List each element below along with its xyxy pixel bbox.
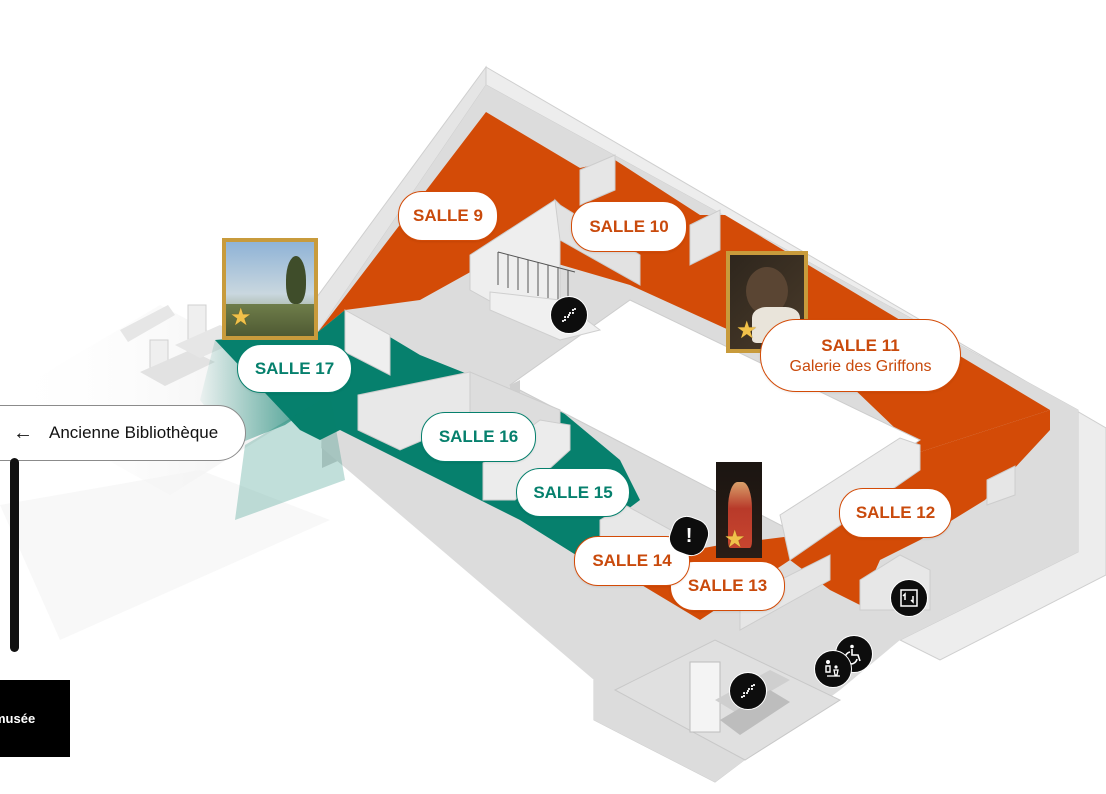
saint-painting-figure [728,482,752,548]
room-label-text: SALLE 15 [533,482,613,502]
saint-painting[interactable]: ★ [716,462,762,558]
room-label-salle-15[interactable]: SALLE 15 [516,468,630,517]
room-label-text: SALLE 13 [687,576,768,595]
room-label-salle-9[interactable]: SALLE 9 [398,191,498,241]
room-label-text: SALLE 11 [821,335,900,355]
family-icon[interactable] [814,650,852,688]
room-label-salle-10[interactable]: SALLE 10 [571,201,687,252]
room-label-salle-14[interactable]: SALLE 14 [574,536,690,586]
back-button-label: Ancienne Bibliothèque [49,423,219,442]
museum-button-label: musée [0,711,36,726]
stairs-icon[interactable] [550,296,588,334]
stairs-icon[interactable] [729,672,767,710]
elevator-icon[interactable] [890,579,928,617]
stairs-glyph [562,308,576,322]
stairs-glyph [741,684,755,698]
exclamation-glyph: ! [685,524,693,547]
room-sublabel-text: Galerie des Griffons [789,357,932,375]
room-label-text: SALLE 10 [589,216,669,236]
room-label-text: SALLE 12 [855,503,936,522]
vertical-scroll-track[interactable] [10,458,19,652]
landscape-painting[interactable]: ★ [222,238,318,340]
room-label-salle-13[interactable]: SALLE 13 [670,561,785,611]
room-label-salle-11[interactable]: SALLE 11 Galerie des Griffons [760,319,961,392]
landscape-painting-tree [286,256,306,304]
room-label-text: SALLE 14 [592,551,672,570]
landscape-painting-hills [226,304,314,336]
room-label-salle-17[interactable]: SALLE 17 [237,344,352,393]
elevator-glyph [900,589,918,607]
room-label-text: SALLE 16 [438,427,519,446]
room-label-salle-16[interactable]: SALLE 16 [421,412,536,462]
room-label-text: SALLE 17 [254,358,335,378]
star-icon: ★ [230,304,252,331]
arrow-left-icon: ← [13,421,33,444]
back-to-ancienne-bibliotheque-button[interactable]: ← Ancienne Bibliothèque [0,405,246,461]
star-icon: ★ [736,317,758,344]
museum-button[interactable]: musée [0,680,70,757]
family-glyph [825,660,840,677]
room-label-text: SALLE 9 [413,206,483,225]
star-icon: ★ [724,526,746,553]
room-label-salle-12[interactable]: SALLE 12 [839,488,952,538]
